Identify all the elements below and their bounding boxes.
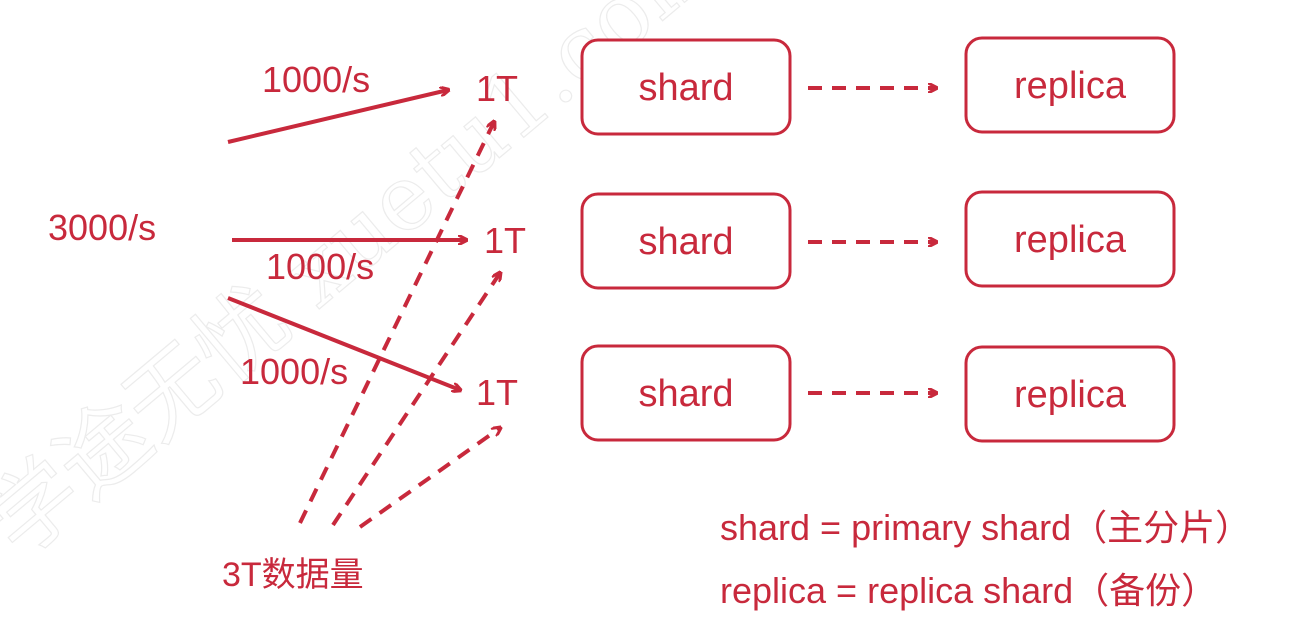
legend: shard = primary shard（主分片） replica = rep… <box>720 507 1251 611</box>
total-rate-label: 3000/s <box>48 207 156 248</box>
shard-box-3: shard <box>580 344 792 442</box>
data-arrow-2 <box>331 273 500 527</box>
rate-label-3: 1000/s <box>240 351 348 392</box>
data-arrow-3 <box>358 428 500 529</box>
legend-replica-definition: replica = replica shard（备份） <box>720 570 1217 611</box>
node-size-2: 1T <box>484 220 526 261</box>
node-size-3: 1T <box>476 372 518 413</box>
rate-arrows <box>227 90 466 390</box>
replica-label-3: replica <box>1014 374 1127 416</box>
shard-label-3: shard <box>638 373 733 415</box>
replica-label-2: replica <box>1014 219 1127 261</box>
data-arrow-1 <box>298 122 494 524</box>
rate-label-1: 1000/s <box>262 59 370 100</box>
rate-arrow-1 <box>227 90 448 144</box>
shard-box-2: shard <box>580 192 792 290</box>
data-volume-label: 3T数据量 <box>222 556 364 594</box>
rate-label-2: 1000/s <box>266 246 374 287</box>
legend-shard-definition: shard = primary shard（主分片） <box>720 507 1251 548</box>
replica-box-1: replica <box>964 36 1176 134</box>
shard-box-1: shard <box>580 38 792 136</box>
data-arrows <box>298 122 500 529</box>
shard-label-2: shard <box>638 221 733 263</box>
replica-label-1: replica <box>1014 65 1127 107</box>
node-size-1: 1T <box>476 68 518 109</box>
replication-arrows <box>808 88 936 393</box>
replica-box-2: replica <box>964 190 1176 288</box>
replica-box-3: replica <box>964 345 1176 443</box>
shard-label-1: shard <box>638 67 733 109</box>
rate-arrow-3 <box>227 296 460 390</box>
